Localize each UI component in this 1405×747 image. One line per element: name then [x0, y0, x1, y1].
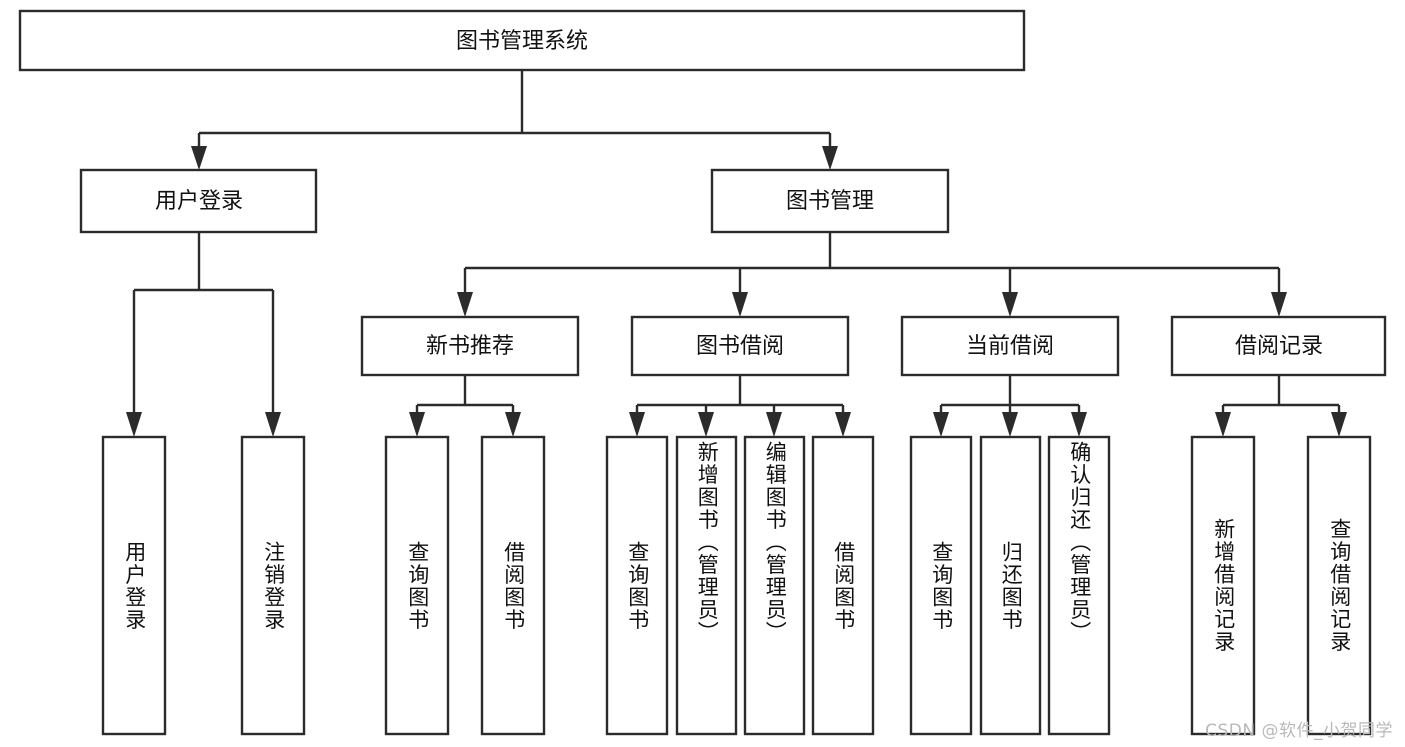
leaf-query-record-box[interactable]: [1306, 435, 1372, 736]
node-borrow-record-label: 借阅记录: [1235, 334, 1323, 359]
arrow-to-current-borrow: [1002, 292, 1018, 317]
node-new-book-recommend-box[interactable]: [360, 315, 580, 377]
leaf-user-logout-box[interactable]: [240, 435, 306, 736]
leaf-borrow-book-1-box[interactable]: [480, 435, 546, 736]
leaf-add-record-box[interactable]: [1190, 435, 1256, 736]
leaf-add-book-box[interactable]: [675, 435, 738, 736]
node-book-manage-box[interactable]: [710, 168, 950, 234]
arrow-to-borrow-record: [1271, 292, 1287, 317]
node-current-borrow-label: 当前借阅: [966, 334, 1054, 359]
arrow-to-book-borrow: [732, 292, 748, 317]
arrow-leaf-borrow-book-2: [835, 412, 851, 437]
edges-new-book-recommend-to-leaves: [409, 375, 521, 437]
arrow-leaf-user-login: [126, 412, 142, 437]
arrow-leaf-add-record: [1215, 412, 1231, 437]
node-current-borrow-box[interactable]: [900, 315, 1120, 377]
arrow-leaf-query-book-2: [629, 412, 645, 437]
node-borrow-record[interactable]: 借阅记录: [1170, 315, 1387, 377]
arrow-leaf-edit-book: [766, 412, 782, 437]
node-book-borrow-box[interactable]: [630, 315, 850, 377]
edges-current-borrow-to-leaves: [933, 375, 1087, 437]
node-book-borrow[interactable]: 图书借阅: [630, 315, 850, 377]
arrow-leaf-return-book: [1002, 412, 1018, 437]
leaf-edit-book-box[interactable]: [743, 435, 806, 736]
node-root[interactable]: 图书管理系统: [18, 9, 1026, 72]
node-new-book-recommend[interactable]: 新书推荐: [360, 315, 580, 377]
leaf-query-book-1-box[interactable]: [384, 435, 450, 736]
leaf-query-book-2-box[interactable]: [605, 435, 669, 736]
arrow-leaf-confirm-return: [1071, 412, 1087, 437]
node-new-book-recommend-label: 新书推荐: [426, 334, 514, 359]
leaf-return-book-box[interactable]: [979, 435, 1042, 736]
node-user-login-label: 用户登录: [155, 189, 243, 214]
csdn-watermark: CSDN @软件_小贺同学: [1205, 721, 1393, 741]
arrow-to-book-manage: [822, 146, 838, 170]
edges-book-manage-to-level3: [457, 232, 1287, 317]
leaf-query-book-3-box[interactable]: [909, 435, 973, 736]
node-book-borrow-label: 图书借阅: [696, 334, 784, 359]
arrow-leaf-user-logout: [265, 412, 281, 437]
node-user-login-box[interactable]: [79, 168, 318, 234]
arrow-leaf-query-record: [1331, 412, 1347, 437]
node-current-borrow[interactable]: 当前借阅: [900, 315, 1120, 377]
edges-root-to-level2: [191, 70, 838, 170]
leaf-user-login-box[interactable]: [101, 435, 167, 736]
node-book-manage-label: 图书管理: [786, 189, 874, 214]
node-root-label: 图书管理系统: [456, 29, 588, 54]
node-borrow-record-box[interactable]: [1170, 315, 1387, 377]
edges-borrow-record-to-leaves: [1215, 375, 1347, 437]
arrow-leaf-borrow-book-1: [505, 412, 521, 437]
arrow-leaf-query-book-3: [933, 412, 949, 437]
node-book-manage[interactable]: 图书管理: [710, 168, 950, 234]
leaf-confirm-return-box[interactable]: [1047, 435, 1111, 736]
node-root-box[interactable]: [18, 9, 1026, 72]
edges-book-borrow-to-leaves: [629, 375, 851, 437]
node-user-login[interactable]: 用户登录: [79, 168, 318, 234]
arrow-leaf-query-book-1: [409, 412, 425, 437]
leaf-boxes: [101, 435, 1372, 736]
edges-user-login-to-leaves: [126, 232, 281, 437]
arrow-leaf-add-book: [698, 412, 714, 437]
leaf-borrow-book-2-box[interactable]: [811, 435, 875, 736]
arrow-to-user-login: [191, 146, 207, 170]
arrow-to-new-book-recommend: [457, 292, 473, 317]
